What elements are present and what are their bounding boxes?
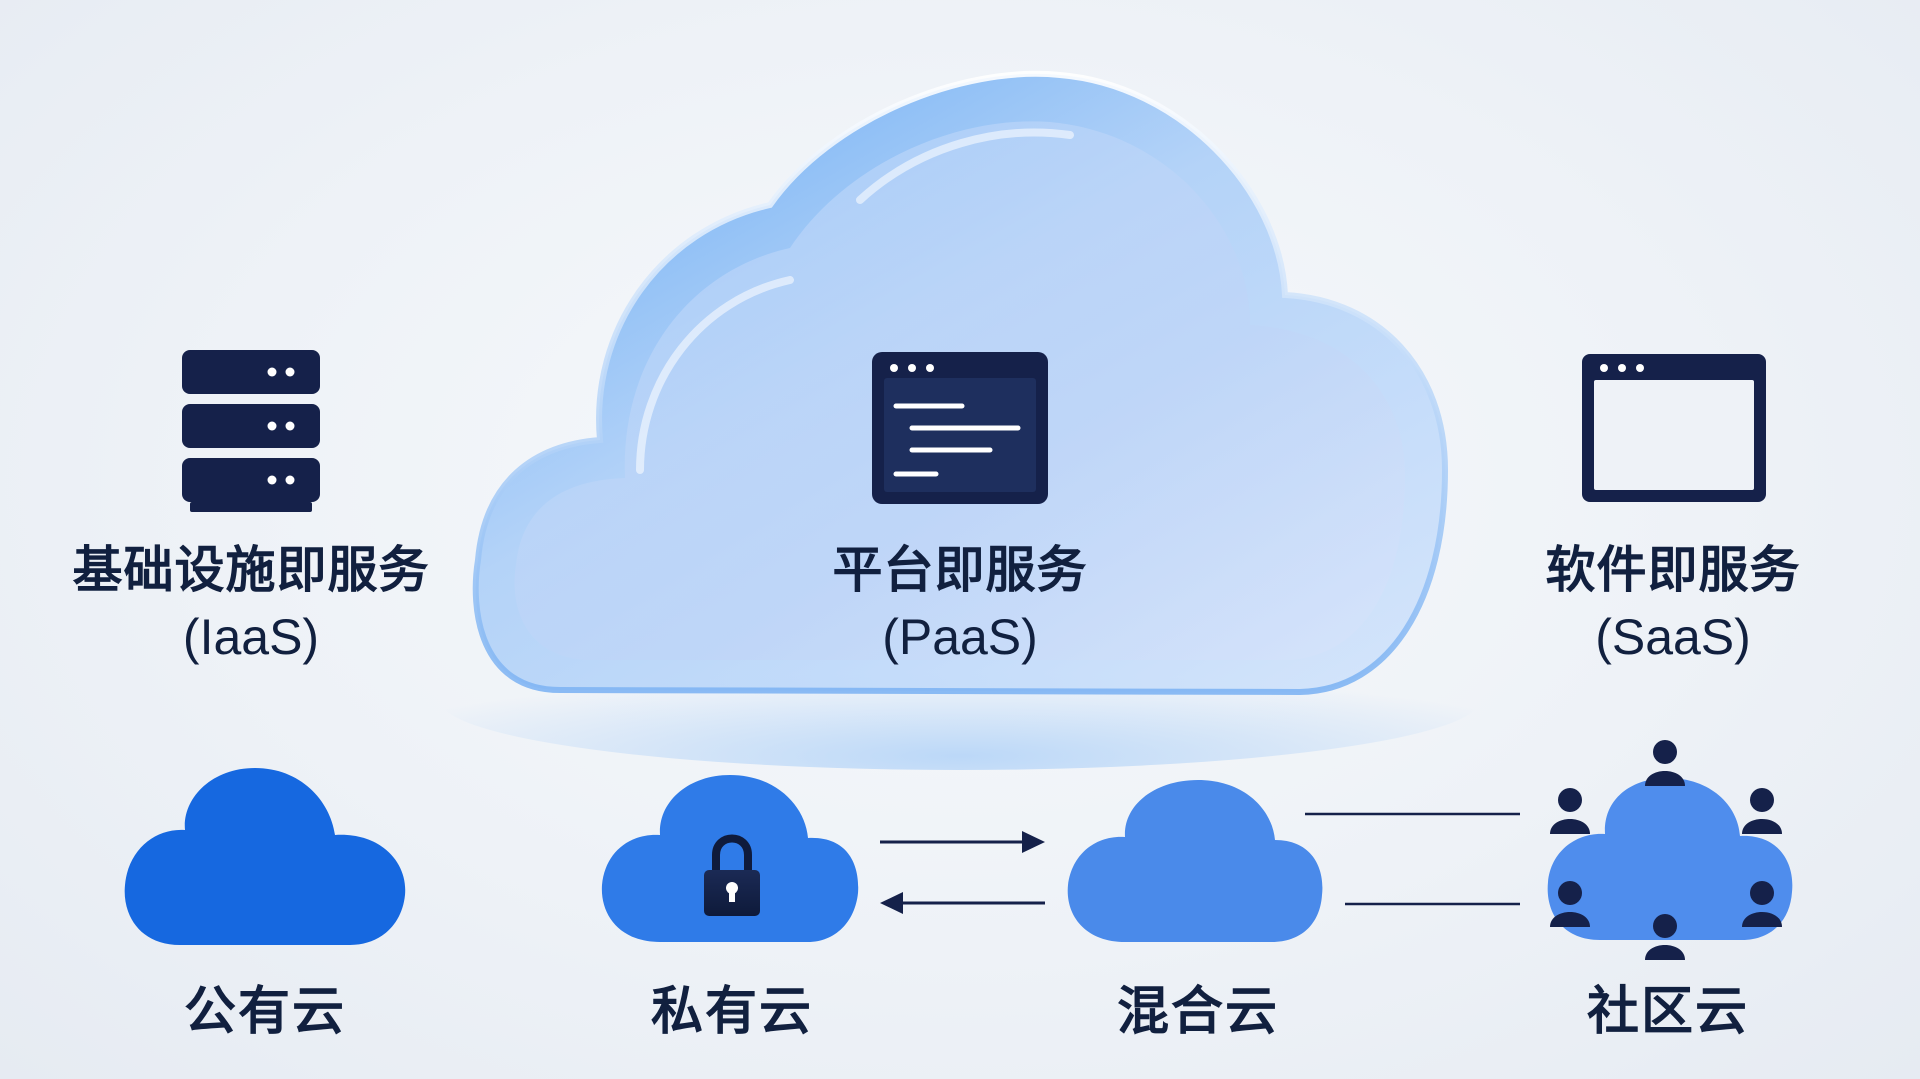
community-cloud-label: 社区云 — [1586, 982, 1750, 1042]
iaas-title: 基础设施即服务 — [72, 541, 430, 599]
server-rack-icon — [182, 350, 320, 512]
people-cloud-icon — [1547, 740, 1793, 960]
saas-title: 软件即服务 — [1545, 541, 1801, 599]
paas-title: 平台即服务 — [832, 541, 1088, 599]
hybrid-cloud-icon — [1067, 780, 1323, 942]
public-cloud-label: 公有云 — [183, 982, 347, 1042]
saas-abbr: (SaaS) — [1595, 609, 1751, 665]
app-window-icon — [1582, 354, 1766, 502]
paas-abbr: (PaaS) — [882, 609, 1038, 665]
sync-arrows — [880, 831, 1045, 914]
lock-cloud-icon — [601, 775, 859, 942]
private-cloud-label: 私有云 — [650, 982, 814, 1042]
hybrid-cloud-label: 混合云 — [1116, 982, 1280, 1042]
connector-lines — [1305, 812, 1520, 906]
code-window-icon — [872, 352, 1048, 504]
iaas-abbr: (IaaS) — [182, 609, 320, 665]
public-cloud-icon — [124, 768, 406, 945]
